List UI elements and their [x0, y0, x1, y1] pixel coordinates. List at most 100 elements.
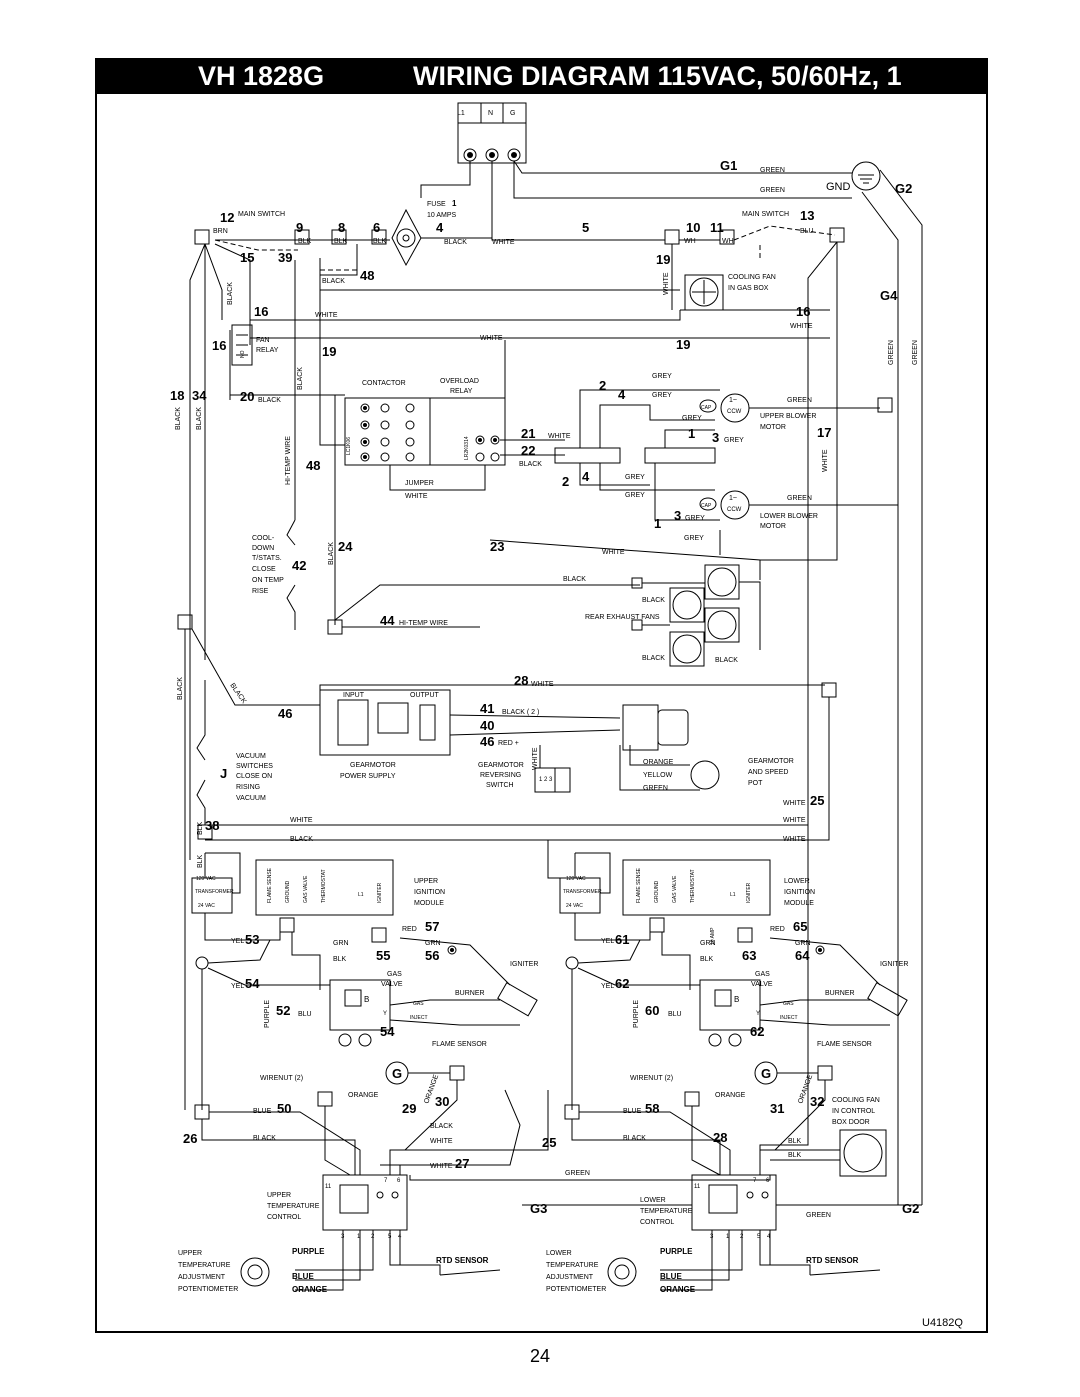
upper-120vac: 120 VAC	[196, 876, 216, 882]
wire-65: 65	[793, 919, 807, 934]
upper-tc-pin-4: 4	[398, 1234, 402, 1240]
label-green-lower: GREEN	[787, 495, 812, 502]
lower-ign-3: MODULE	[784, 900, 814, 907]
label-grn-64: GRN	[795, 940, 811, 947]
label-g4: G4	[880, 288, 898, 303]
upper-tc-pin-6: 6	[397, 1178, 401, 1184]
lower-pin-gas: GAS VALVE	[672, 875, 678, 903]
contactor-label: CONTACTOR	[362, 380, 406, 387]
overload-2: RELAY	[450, 388, 473, 395]
lower-ignition-module	[622, 859, 771, 916]
lower-tc-pin-4: 4	[767, 1234, 771, 1240]
wire-53: 54	[245, 976, 260, 991]
lower-tc-pin-5: 5	[757, 1234, 761, 1240]
label-black-v6: BLACK	[177, 677, 184, 700]
wire-18: 18	[170, 388, 184, 403]
label-blu-51: BLU	[298, 1011, 312, 1018]
upper-valve-b: B	[364, 995, 369, 1004]
overload-relay	[429, 397, 506, 466]
wire-32: 31	[770, 1101, 784, 1116]
label-blk-2: BLK	[334, 238, 348, 245]
lower-pin-flame: FLAME SENSE	[636, 867, 642, 903]
upper-pin-thermo: THERMOSTAT	[321, 869, 327, 903]
cool-down-5: ON TEMP	[252, 577, 284, 584]
wire-29: 28	[514, 673, 528, 688]
main-switch-right-label: MAIN SWITCH	[742, 211, 789, 218]
wire-4-bottom: 4	[582, 469, 590, 484]
label-black-rear4: BLACK	[715, 657, 738, 664]
upper-gas-small: GAS	[413, 1001, 424, 1007]
label-blk-1: BLK	[298, 238, 312, 245]
label-black-rear1: BLACK	[563, 576, 586, 583]
label-white-25b: WHITE	[430, 1138, 453, 1145]
label-black-20: BLACK	[258, 397, 281, 404]
upper-flame-sensor: FLAME SENSOR	[432, 1041, 487, 1048]
label-white-23: WHITE	[602, 549, 625, 556]
wire-41: 41	[480, 701, 494, 716]
label-red-plus: RED +	[498, 740, 519, 747]
ps-label-2: POWER SUPPLY	[340, 773, 396, 780]
wire-25: 25	[810, 793, 824, 808]
overload-part: LR2K0314	[464, 436, 470, 460]
upper-l1: L1	[358, 892, 364, 898]
upper-igniter: IGNITER	[510, 961, 538, 968]
wire-59: 60	[645, 1003, 659, 1018]
label-blk-3: BLK	[373, 238, 387, 245]
upper-transformer-label: TRANSFORMER	[195, 889, 234, 895]
wire-8: 8	[338, 220, 345, 235]
label-white-27: WHITE	[430, 1163, 453, 1170]
header-bar: VH 1828G WIRING DIAGRAM 115VAC, 50/60Hz,…	[95, 58, 988, 127]
lower-pot-2: TEMPERATURE	[546, 1262, 599, 1269]
label-black-v2: BLACK	[297, 367, 304, 390]
lower-pot-1: LOWER	[546, 1250, 572, 1257]
wire-64: 64	[795, 948, 810, 963]
wire-40: 42	[292, 558, 306, 573]
vacuum-5: VACUUM	[236, 795, 266, 802]
gearmotor-pot-3: POT	[748, 780, 763, 787]
wires	[177, 102, 923, 1291]
label-white-v3: WHITE	[532, 747, 539, 770]
upper-tc-pin-7: 7	[384, 1178, 388, 1184]
label-grn-63: GRN	[700, 940, 716, 947]
diagram-title: WIRING DIAGRAM 115VAC, 50/60Hz, 1 Phase	[413, 61, 902, 127]
wire-31: 30	[435, 1094, 449, 1109]
cool-down-2: DOWN	[252, 545, 274, 552]
lower-tc-pin-2: 2	[740, 1234, 744, 1240]
label-yel-61: YEL	[601, 983, 614, 990]
lower-tc-pin-3: 3	[710, 1234, 714, 1240]
wire-1-bottom: 1	[654, 516, 661, 531]
upper-wirenut	[195, 956, 209, 970]
lower-pin-thermo: THERMOSTAT	[690, 869, 696, 903]
wire-23: 23	[490, 539, 504, 554]
label-black-rear3: BLACK	[642, 655, 665, 662]
lower-burner: BURNER	[825, 990, 855, 997]
label-green-v2: GREEN	[912, 340, 919, 365]
label-10amp: 10 AMP	[710, 927, 716, 945]
cooling-fan-gas-2: IN GAS BOX	[728, 285, 769, 292]
wire-15-left: 16	[254, 304, 268, 319]
lower-24vac: 24 VAC	[566, 903, 583, 909]
upper-tc-pin-3: 3	[341, 1234, 345, 1240]
label-black-rear2: BLACK	[642, 597, 665, 604]
wire-30: 29	[402, 1101, 416, 1116]
label-black-2: BLACK ( 2 )	[502, 709, 539, 716]
label-purple-upper: PURPLE	[264, 1000, 271, 1028]
label-red-65: RED	[770, 926, 785, 933]
terminal-dots	[363, 152, 822, 952]
ps-label-1: GEARMOTOR	[350, 762, 396, 769]
reversing-switch	[534, 767, 571, 793]
label-black-v1: BLACK	[227, 282, 234, 305]
label-black-28: BLACK	[623, 1135, 646, 1142]
label-blk-fan1: BLK	[788, 1138, 802, 1145]
label-black-v3: BLACK	[175, 407, 182, 430]
label-g2-top: G2	[895, 181, 912, 196]
lower-temp-control	[691, 1174, 777, 1231]
upper-pot-1: UPPER	[178, 1250, 202, 1257]
wire-6: 6	[373, 220, 380, 235]
wire-20: 20	[240, 389, 254, 404]
gearmotor-pot-2: AND SPEED	[748, 769, 788, 776]
label-grey-7: GREY	[685, 515, 705, 522]
upper-gas-2: VALVE	[381, 981, 403, 988]
wire-55: 55	[376, 948, 390, 963]
